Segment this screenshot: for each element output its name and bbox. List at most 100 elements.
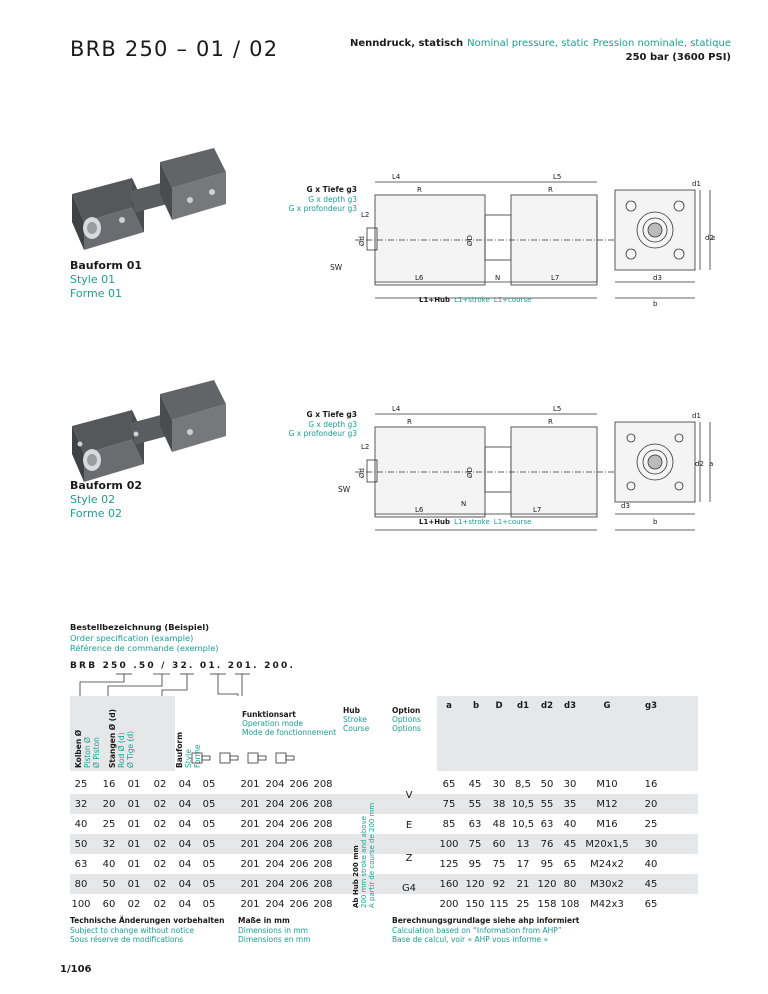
cell-g3: 25 (644, 819, 658, 830)
rod-head: Stangen Ø (d)Rod Ø (d)Ø Tige (d) (108, 708, 135, 768)
cell-f2: 204 (265, 799, 285, 810)
cell-f2: 204 (265, 879, 285, 890)
cell-piston: 63 (74, 859, 88, 870)
cell-s3: 04 (178, 859, 192, 870)
cell-f1: 201 (240, 899, 260, 910)
order-code: BRB 250 .50 / 32. 01. 201. 200. (70, 661, 296, 671)
cell-G: M16 (596, 819, 618, 830)
cell-f4: 208 (313, 799, 333, 810)
dim2-hub-fr: L1+course (494, 518, 532, 526)
cell-s3: 04 (178, 879, 192, 890)
dim-R: R (417, 186, 422, 194)
style02-label: Bauform 02 Style 02 Forme 02 (70, 479, 142, 521)
cell-piston: 100 (71, 899, 91, 910)
dim2-L7: L7 (533, 506, 541, 514)
dim-L5: L5 (553, 173, 561, 181)
dim2-OD: ØD (466, 467, 474, 478)
cell-s3: 04 (178, 839, 192, 850)
cell-g3: 16 (644, 779, 658, 790)
sw-label-02: SW (338, 485, 351, 494)
dim-a: a (712, 234, 715, 242)
cell-d1: 8,5 (515, 779, 531, 790)
cell-piston: 32 (74, 799, 88, 810)
cell-s1: 01 (127, 879, 141, 890)
cell-s3: 04 (178, 899, 192, 910)
dim-Od: Ød (358, 236, 366, 246)
cell-s4: 05 (202, 779, 216, 790)
option-V: V (405, 790, 413, 801)
head-b: b (472, 701, 480, 711)
cell-G: M24x2 (590, 859, 624, 870)
cell-s2: 02 (153, 799, 167, 810)
option-G4: G4 (401, 883, 417, 894)
cell-D: 92 (492, 879, 506, 890)
cell-d3: 30 (563, 779, 577, 790)
style01-de: Bauform 01 (70, 259, 143, 272)
order-spec: Bestellbezeichnung (Beispiel) Order spec… (70, 622, 219, 654)
dim-hub-en: L1+stroke (454, 296, 490, 304)
order-spec-de: Bestellbezeichnung (Beispiel) (70, 622, 209, 632)
cell-rod: 60 (102, 899, 116, 910)
cell-rod: 50 (102, 879, 116, 890)
dim-hub-de: L1+Hub (419, 296, 450, 304)
pressure-value: 250 bar (3600 PSI) (625, 52, 731, 63)
dim-d1: d1 (692, 180, 701, 188)
cell-b: 95 (468, 859, 482, 870)
cell-a: 125 (439, 859, 459, 870)
cell-s3: 04 (178, 779, 192, 790)
style01-fr: Forme 01 (70, 287, 122, 300)
cell-s2: 02 (153, 859, 167, 870)
cell-s1: 01 (127, 819, 141, 830)
cell-f1: 201 (240, 819, 260, 830)
pressure-en: Nominal pressure, static (467, 38, 589, 49)
dim-N: N (495, 274, 500, 282)
option-E: E (405, 820, 413, 831)
cell-d2: 63 (540, 819, 554, 830)
cell-a: 85 (442, 819, 456, 830)
cell-g3: 40 (644, 859, 658, 870)
cell-f2: 204 (265, 819, 285, 830)
cell-f4: 208 (313, 779, 333, 790)
cell-g3: 20 (644, 799, 658, 810)
style01-en: Style 01 (70, 273, 116, 286)
cell-d1: 21 (516, 879, 530, 890)
function-head: Funktionsart Operation mode Mode de fonc… (242, 710, 337, 737)
cell-b: 45 (468, 779, 482, 790)
page-number: 1/106 (60, 964, 92, 975)
style-pictograms (191, 752, 295, 764)
head-d2: d2 (541, 701, 553, 711)
cell-s4: 05 (202, 879, 216, 890)
cell-d3: 80 (563, 879, 577, 890)
cell-D: 38 (492, 799, 506, 810)
cell-a: 200 (439, 899, 459, 910)
cell-rod: 40 (102, 859, 116, 870)
option-head: Option Options Options (392, 706, 421, 733)
footer-dimensions: Maße in mm Dimensions in mm Dimensions e… (238, 916, 311, 944)
cell-piston: 25 (74, 779, 88, 790)
cell-d2: 50 (540, 779, 554, 790)
cell-s1: 01 (127, 859, 141, 870)
cell-s3: 04 (178, 819, 192, 830)
cell-d1: 17 (516, 859, 530, 870)
cell-G: M12 (596, 799, 618, 810)
dim-L4: L4 (392, 173, 401, 181)
dim2-hub-de: L1+Hub (419, 518, 450, 526)
cell-D: 75 (492, 859, 506, 870)
head-g3: g3 (645, 701, 657, 711)
cell-f3: 206 (289, 779, 309, 790)
cell-f3: 206 (289, 879, 309, 890)
cell-f4: 208 (313, 819, 333, 830)
cell-f3: 206 (289, 899, 309, 910)
head-D: D (495, 701, 503, 711)
dim2-hub-en: L1+stroke (454, 518, 490, 526)
cell-b: 63 (468, 819, 482, 830)
cell-a: 100 (439, 839, 459, 850)
cell-G: M42x3 (590, 899, 624, 910)
cell-f1: 201 (240, 779, 260, 790)
